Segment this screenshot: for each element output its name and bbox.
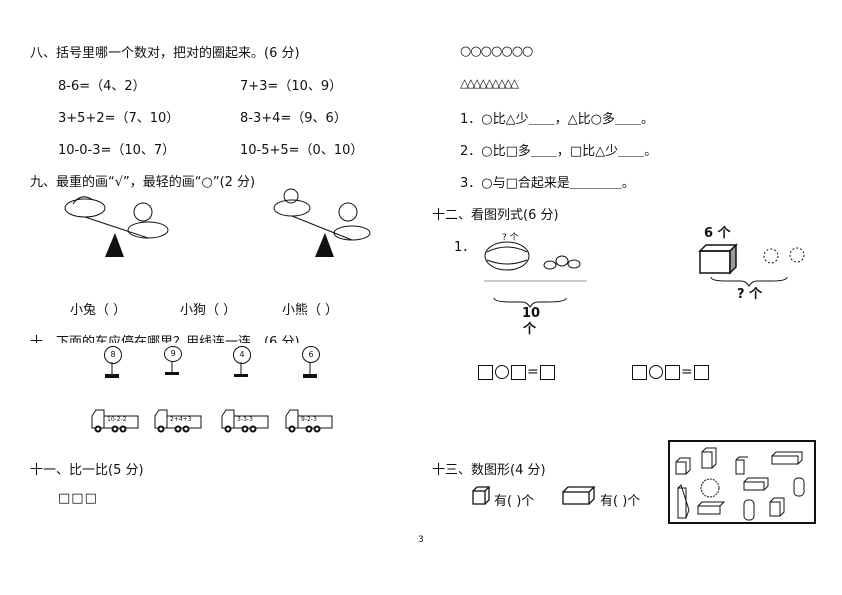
section-12-title: 十二、看图列式(6 分) (432, 208, 559, 223)
compare-question-3: 3．○与□合起来是＿＿＿＿。 (460, 176, 635, 191)
section-9-title: 九、最重的画“√”，最轻的画“○”(2 分) (30, 175, 256, 190)
section-8-title: 八、括号里哪一个数对，把对的圈起来。(6 分) (30, 46, 300, 61)
basket-and-eggs-illustration (484, 241, 587, 308)
balance-scales-illustration (64, 188, 371, 257)
equation-item: 8-3+4=（9、6） (240, 111, 347, 126)
operator-circle[interactable] (649, 365, 663, 379)
compare-question-1: 1．○比△少＿＿，△比○多＿＿。 (460, 112, 654, 127)
right-question-label: ? 个 (737, 287, 763, 302)
parking-sign: 8 (104, 346, 122, 364)
equation-answer-1[interactable]: = (478, 364, 555, 380)
answer-box[interactable] (511, 364, 526, 380)
parking-sign: 4 (233, 346, 251, 364)
truck-expression: 2+4+3 (170, 416, 192, 423)
cuboid-icon (562, 486, 596, 505)
box-count-label: 6 个 (704, 226, 731, 241)
cube-count[interactable]: 有( )个 (494, 494, 535, 509)
dog-answer[interactable]: 小狗（ ） (180, 303, 237, 318)
equation-item: 7+3=（10、9） (240, 79, 343, 94)
page-number: 3 (418, 535, 424, 545)
truck-expression: 10-2-2 (107, 416, 127, 423)
triangles-row: △△△△△△△△△ (460, 76, 519, 90)
equation-item: 10-5+5=（0、10） (240, 143, 364, 158)
cube-icon (472, 486, 491, 505)
operator-circle[interactable] (495, 365, 509, 379)
truck-expression: 3-3-3 (237, 416, 253, 423)
equation-item: 3+5+2=（7、10） (58, 111, 180, 126)
answer-box[interactable] (632, 364, 647, 380)
cuboid-count[interactable]: 有( )个 (600, 494, 641, 509)
basket-question-label: ? 个 (502, 233, 519, 243)
parking-sign: 6 (302, 346, 320, 363)
answer-box[interactable] (693, 364, 709, 380)
circles-row: ○○○○○○○ (460, 44, 533, 59)
squares-row: □□□ (58, 491, 98, 506)
truck-icon (154, 409, 202, 433)
equation-item: 10-0-3=（10、7） (58, 143, 176, 158)
compare-question-2: 2．○比□多＿＿，□比△少＿＿。 (460, 144, 658, 159)
answer-box[interactable] (665, 364, 680, 380)
section-11-title: 十一、比一比(5 分) (30, 463, 144, 478)
parking-sign: 9 (164, 346, 182, 362)
answer-box[interactable] (539, 364, 555, 380)
section-13-title: 十三、数图形(4 分) (432, 463, 546, 478)
equals-sign: = (681, 364, 693, 380)
shapes-counting-figure (668, 440, 816, 524)
truck-icon (221, 409, 269, 433)
answer-box[interactable] (478, 364, 493, 380)
total-unit: 个 (523, 322, 537, 337)
box-and-apples-illustration (698, 243, 805, 287)
problem-number: 1． (454, 240, 476, 255)
truck-expression: 9-2-3 (301, 416, 317, 423)
equation-item: 8-6=（4、2） (58, 79, 146, 94)
parking-posts (105, 362, 317, 378)
truck-icon (91, 409, 139, 433)
equals-sign: = (527, 364, 539, 380)
bear-answer[interactable]: 小熊（ ） (282, 303, 339, 318)
section-10-title: 十、下面的车应停在哪里？用线连一连。(6 分) (30, 335, 300, 343)
truck-icon (285, 409, 333, 433)
rabbit-answer[interactable]: 小兔（ ） (70, 303, 127, 318)
equation-answer-2[interactable]: = (632, 364, 709, 380)
total-label: 10 (522, 306, 541, 321)
